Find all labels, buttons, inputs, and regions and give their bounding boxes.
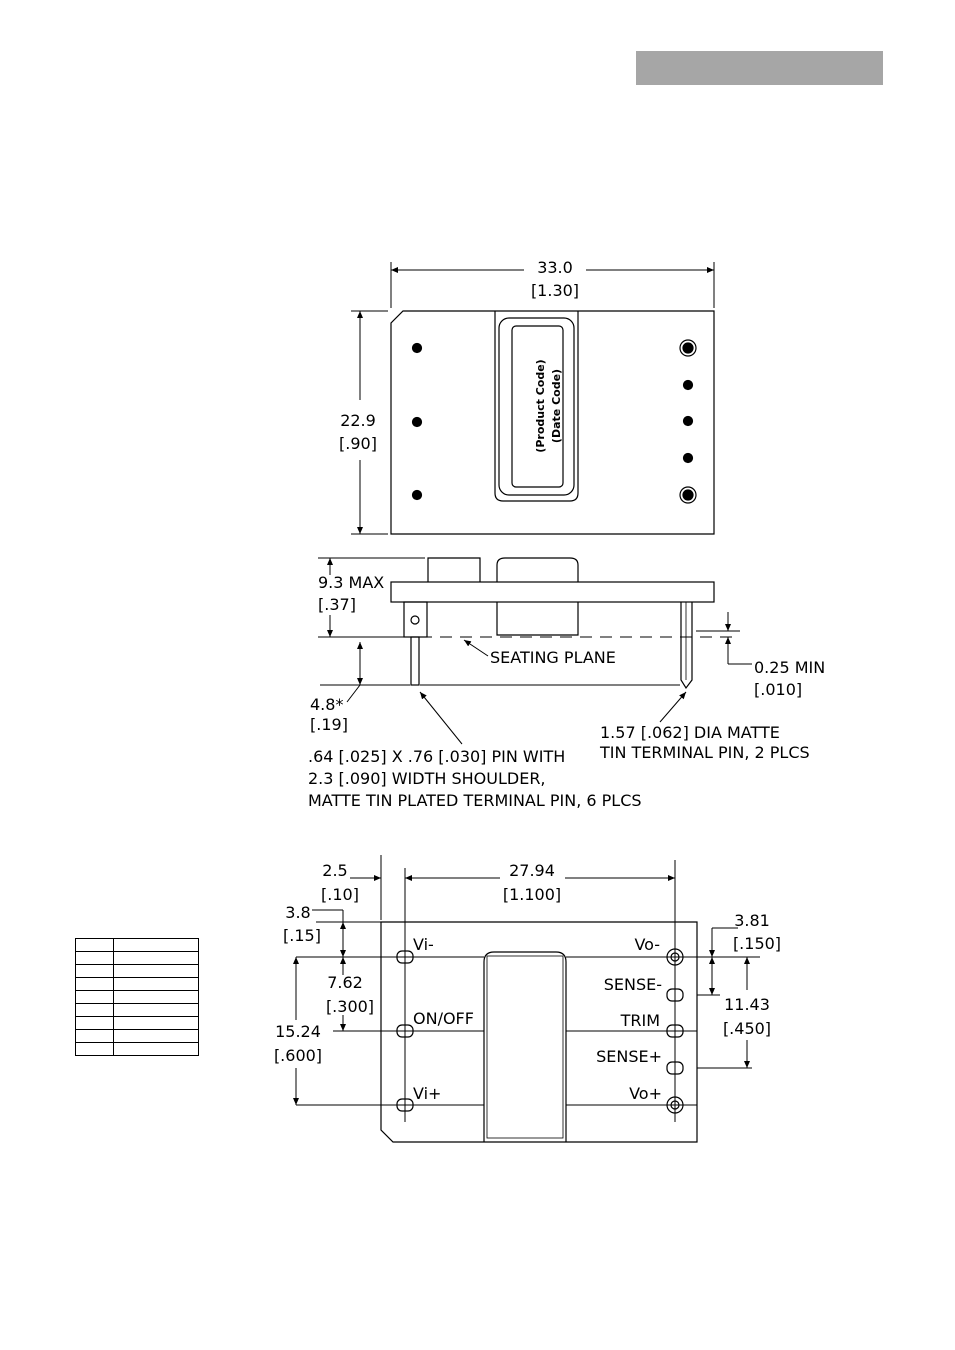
product-label-box <box>511 325 564 488</box>
side-height-in: [.37] <box>318 595 356 614</box>
seating-plane-label: SEATING PLANE <box>490 648 616 667</box>
table-row <box>75 951 199 965</box>
top-width-mm: 33.0 <box>537 258 573 277</box>
dim-mid-mm: 7.62 <box>327 973 363 992</box>
product-label-frame <box>498 317 575 496</box>
pin-length-in: [.19] <box>310 715 348 734</box>
side-view-label-bottom <box>496 602 579 636</box>
table-row <box>75 977 199 991</box>
pin-length-mm: 4.8* <box>310 695 343 714</box>
dim-pitch-in: [1.100] <box>503 885 561 904</box>
side-small-pin <box>410 636 420 686</box>
side-large-pin <box>680 602 693 690</box>
pin-label-vo-plus: Vo+ <box>629 1084 662 1103</box>
dim-right-top-in: [.150] <box>733 934 781 953</box>
pin-label-vi-minus: Vi- <box>413 935 434 954</box>
pin-label-sense-plus: SENSE+ <box>596 1047 662 1066</box>
dim-full-in: [.600] <box>274 1046 322 1065</box>
dim-mid-in: [.300] <box>326 997 374 1016</box>
side-view-board <box>390 581 715 603</box>
table-row <box>75 938 199 952</box>
top-view-outline <box>390 310 715 535</box>
dim-full-mm: 15.24 <box>275 1022 321 1041</box>
standoff-in: [.010] <box>754 680 802 699</box>
product-code-label: (Product Code) <box>534 359 547 452</box>
dim-left-offset-in: [.10] <box>321 885 359 904</box>
bottom-right-pins <box>666 948 684 1114</box>
side-view <box>318 557 752 745</box>
table-row <box>75 1003 199 1017</box>
large-pin-note-2: TIN TERMINAL PIN, 2 PLCS <box>599 743 810 762</box>
bottom-view-outline <box>380 921 698 1143</box>
dim-left-offset-mm: 2.5 <box>322 861 347 880</box>
top-view-label-carrier <box>494 311 579 502</box>
table-row <box>75 1016 199 1030</box>
pin-label-vo-minus: Vo- <box>634 935 660 954</box>
top-height-in: [.90] <box>339 434 377 453</box>
pin-label-on-off: ON/OFF <box>413 1009 474 1028</box>
table-row <box>75 990 199 1004</box>
dim-top-in: [.15] <box>283 926 321 945</box>
table-row <box>75 1042 199 1056</box>
small-pin-note-3: MATTE TIN PLATED TERMINAL PIN, 6 PLCS <box>308 791 642 810</box>
small-pin-note-2: 2.3 [.090] WIDTH SHOULDER, <box>308 769 546 788</box>
dim-pitch-mm: 27.94 <box>509 861 555 880</box>
small-pin-note-1: .64 [.025] X .76 [.030] PIN WITH <box>308 747 565 766</box>
dim-top-mm: 3.8 <box>285 903 310 922</box>
bottom-left-pins <box>396 950 414 1112</box>
top-left-pins <box>411 342 423 501</box>
pin-assignment-table <box>75 938 199 1056</box>
pin-label-sense-minus: SENSE- <box>604 975 662 994</box>
side-small-pin-shoulder <box>403 601 428 638</box>
table-row <box>75 1029 199 1043</box>
side-view-label-top <box>496 557 579 582</box>
pin-label-trim: TRIM <box>620 1011 660 1030</box>
standoff-mm: 0.25 MIN <box>754 658 825 677</box>
large-pin-note-1: 1.57 [.062] DIA MATTE <box>600 723 780 742</box>
top-height-mm: 22.9 <box>340 411 376 430</box>
top-width-in: [1.30] <box>531 281 579 300</box>
bottom-view <box>293 855 760 1143</box>
dim-right-span-mm: 11.43 <box>724 995 770 1014</box>
dim-right-top-mm: 3.81 <box>734 911 770 930</box>
top-view <box>351 262 715 535</box>
side-height-mm: 9.3 MAX <box>318 573 384 592</box>
side-view-left-component <box>427 557 481 582</box>
date-code-label: (Date Code) <box>550 369 563 443</box>
table-row <box>75 964 199 978</box>
bottom-view-label-area <box>483 951 567 1142</box>
top-right-pins <box>679 339 697 504</box>
pin-label-vi-plus: Vi+ <box>413 1084 441 1103</box>
dim-right-span-in: [.450] <box>723 1019 771 1038</box>
header-bar <box>636 51 883 85</box>
